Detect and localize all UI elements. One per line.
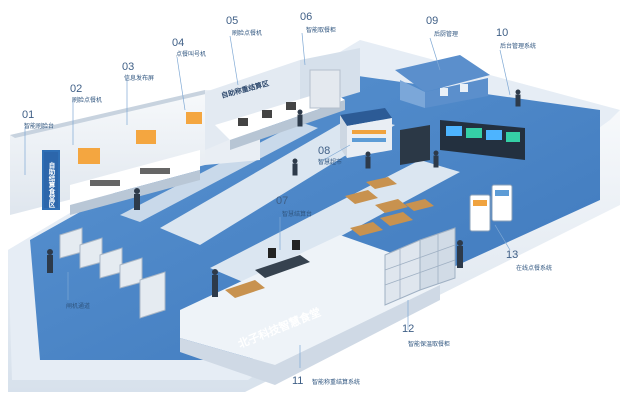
callout-01-label: 智能刷脸台 xyxy=(24,122,54,130)
callout-05-number: 05 xyxy=(226,15,238,27)
callout-12-label: 智能保温取餐柜 xyxy=(408,340,450,348)
turnstile-gates xyxy=(59,227,166,319)
callout-06-number: 06 xyxy=(300,11,312,23)
dining-tables xyxy=(345,177,434,236)
weighing-zone xyxy=(215,69,345,150)
callout-05-label: 刷脸点餐机 xyxy=(232,29,262,37)
callout-13-label: 在线点餐系统 xyxy=(516,264,552,272)
callout-10-label: 后台管理系统 xyxy=(500,42,536,50)
heated-locker xyxy=(384,227,456,306)
callout-02-label: 刷脸点餐机 xyxy=(72,96,102,104)
callout-04-label: 点餐叫号机 xyxy=(176,50,206,58)
smart-supermarket-kiosk xyxy=(340,108,392,158)
callout-lines xyxy=(24,32,511,368)
callout-03-number: 03 xyxy=(122,61,134,73)
callout-02-number: 02 xyxy=(70,83,82,95)
callout-11-label: 智能称重结算系统 xyxy=(312,378,360,386)
monitor-wall xyxy=(400,120,525,165)
callout-04-number: 04 xyxy=(172,37,184,49)
callout-07-number: 07 xyxy=(276,195,288,207)
callout-13-number: 13 xyxy=(506,249,518,261)
callout-08-label: 智慧超市 xyxy=(318,158,342,166)
gate-label: 闸机通道 xyxy=(66,302,90,310)
callouts: 01 智能刷脸台 02 刷脸点餐机 03 信息发布屏 04 点餐叫号机 05 刷… xyxy=(22,11,552,387)
people xyxy=(47,89,521,297)
callout-09-label: 后厨管理 xyxy=(434,30,458,38)
callout-01-number: 01 xyxy=(22,109,34,121)
callout-11-number: 11 xyxy=(292,375,303,387)
phone-app-mockup xyxy=(469,184,513,232)
callout-09-number: 09 xyxy=(426,15,438,27)
front-weighing-stations xyxy=(225,240,310,298)
callout-10-number: 10 xyxy=(496,27,508,39)
callout-12-number: 12 xyxy=(402,323,414,335)
callout-08-number: 08 xyxy=(318,145,330,157)
callout-03-label: 信息发布屏 xyxy=(124,74,154,82)
kitchen-house xyxy=(395,55,490,108)
callout-07-label: 智慧结算台 xyxy=(282,210,312,218)
sign-canteen-vertical: 自助结算食堂区 xyxy=(47,161,56,209)
callout-06-label: 智能取餐柜 xyxy=(306,26,336,34)
